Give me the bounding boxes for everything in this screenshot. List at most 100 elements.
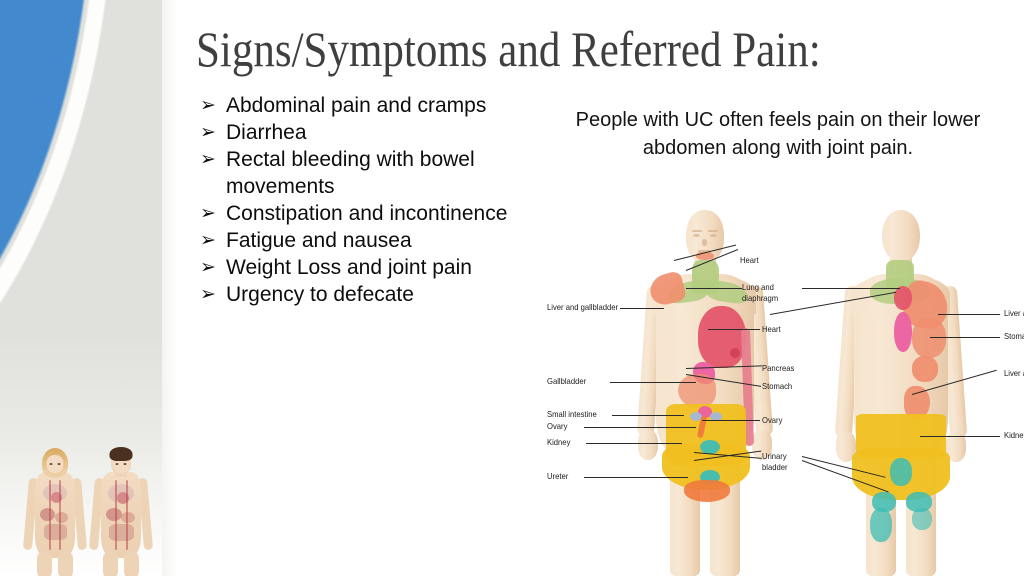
arrow-bullet-icon: ➢ (200, 229, 216, 251)
list-item: ➢ Urgency to defecate (200, 281, 530, 308)
sidebar-female-eye-left (49, 463, 53, 465)
list-item: ➢ Abdominal pain and cramps (200, 92, 530, 119)
diagram-label-stomach-center: Stomach (762, 381, 793, 391)
diagram-label-kidney-right: Kidney (1004, 430, 1024, 440)
zone-back-bladder-right (906, 492, 932, 512)
symptom-bullet-list: ➢ Abdominal pain and cramps ➢ Diarrhea ➢… (200, 92, 530, 308)
sidebar-female-eye-right (57, 463, 61, 465)
diagram-label-pancreas: Pancreas (762, 363, 795, 373)
sidebar-male-eye-left (115, 463, 119, 465)
zone-back-flank-liver-upper (912, 318, 946, 358)
sidebar-female-torso (35, 472, 75, 558)
front-nose (702, 239, 707, 246)
sidebar-male-hair (109, 447, 133, 461)
diagram-label-bladder-line2: bladder (762, 462, 788, 472)
diagram-label-ovary-left: Ovary (547, 421, 568, 431)
decorative-sidebar (0, 0, 178, 576)
front-hand-right (752, 430, 772, 460)
diagram-label-liver-right-top: Liver and gallbladder (1004, 308, 1024, 318)
arrow-bullet-icon: ➢ (200, 148, 216, 170)
list-item: ➢ Constipation and incontinence (200, 200, 530, 227)
uc-pain-description: People with UC often feels pain on their… (575, 109, 981, 159)
zone-front-groin (684, 480, 730, 502)
diagram-label-ureter: Ureter (547, 471, 569, 481)
leader-ovary-center (702, 420, 760, 421)
sidebar-figure-male (88, 447, 154, 576)
slide-title: Signs/Symptoms and Referred Pain: (196, 21, 821, 77)
leader-liver-front (620, 308, 664, 309)
front-eye-right (710, 234, 717, 237)
list-item: ➢ Diarrhea (200, 119, 530, 146)
diagram-label-kidney-left: Kidney (547, 437, 571, 447)
zone-front-jaw-heart (696, 252, 714, 260)
sidebar-female-vein (59, 480, 61, 550)
leader-kidney-right (920, 436, 1000, 437)
leader-gallbladder (610, 382, 696, 383)
sidebar-female-leg-left (37, 552, 52, 576)
sidebar-figure-female (22, 448, 88, 576)
leader-ovary-left (584, 427, 696, 428)
zone-front-stomach-pancreas (678, 374, 716, 408)
diagram-label-lung-line2: diaphragm (742, 293, 779, 303)
list-item-label: Fatigue and nausea (226, 229, 412, 252)
zone-back-bladder-left (872, 492, 896, 512)
front-brow-left (692, 230, 702, 232)
zone-back-thigh-left (870, 508, 892, 542)
sidebar-male-torso (101, 472, 141, 558)
sidebar-male-liver (106, 508, 122, 521)
arrow-bullet-icon: ➢ (200, 283, 216, 305)
diagram-label-small-intestine: Small intestine (547, 409, 597, 419)
sidebar-anatomy-figures (18, 446, 168, 576)
back-hand-right (946, 432, 966, 462)
arrow-bullet-icon: ➢ (200, 121, 216, 143)
front-hand-left (638, 430, 658, 460)
leader-stomach-right (930, 337, 1000, 338)
leader-kidney-left (586, 443, 682, 444)
sidebar-male-intestines (109, 524, 134, 541)
zone-front-bladder-upper (700, 440, 720, 454)
leader-lung-front (686, 288, 742, 289)
sidebar-female-stomach (55, 512, 68, 523)
sidebar-male-vein (126, 480, 128, 550)
diagram-label-gallbladder: Gallbladder (547, 376, 587, 386)
referred-pain-diagram: Heart Lung and diaphragm Heart Pancreas … (534, 198, 1024, 576)
zone-back-bladder-center (890, 458, 912, 486)
leader-small-intestine (612, 415, 684, 416)
zone-back-thigh-right (912, 508, 932, 530)
list-item-label: Weight Loss and joint pain (226, 256, 472, 279)
list-item: ➢ Rectal bleeding with bowel movements (200, 146, 530, 200)
sidebar-male-stomach (121, 512, 135, 523)
sidebar-male-leg-right (124, 552, 139, 576)
diagram-label-heart-jaw: Heart (740, 255, 759, 265)
zone-front-chest-heart (698, 306, 746, 368)
leader-liver-right-top (938, 314, 1000, 315)
diagram-label-ovary-center: Ovary (762, 415, 783, 425)
anatomy-figure-back (830, 208, 972, 576)
zone-back-stomach (894, 312, 912, 352)
leader-heart-chest-front (708, 329, 760, 330)
sidebar-female-aorta (49, 480, 51, 550)
sidebar-white-strip (162, 0, 178, 576)
sidebar-female-intestines (44, 524, 67, 540)
diagram-label-lung-line1: Lung and (742, 282, 774, 292)
list-item: ➢ Fatigue and nausea (200, 227, 530, 254)
front-brow-right (708, 230, 718, 232)
list-item-label: Rectal bleeding with bowel movements (226, 148, 475, 198)
zone-back-liver-patch-mid (912, 356, 938, 382)
list-item-label: Constipation and incontinence (226, 202, 508, 225)
back-hand-left (836, 432, 856, 462)
back-head (882, 210, 920, 262)
sidebar-female-face (46, 455, 64, 473)
leader-ureter (584, 477, 688, 478)
diagram-label-bladder-line1: Urinary (762, 451, 787, 461)
diagram-label-liver-left: Liver and gallbladder (547, 302, 619, 312)
arrow-bullet-icon: ➢ (200, 256, 216, 278)
sidebar-female-leg-right (58, 552, 73, 576)
sidebar-male-eye-right (123, 463, 127, 465)
sidebar-male-leg-left (103, 552, 118, 576)
arrow-bullet-icon: ➢ (200, 94, 216, 116)
sidebar-male-aorta (115, 480, 117, 550)
list-item-label: Urgency to defecate (226, 283, 414, 306)
leader-lung-back (802, 288, 900, 289)
